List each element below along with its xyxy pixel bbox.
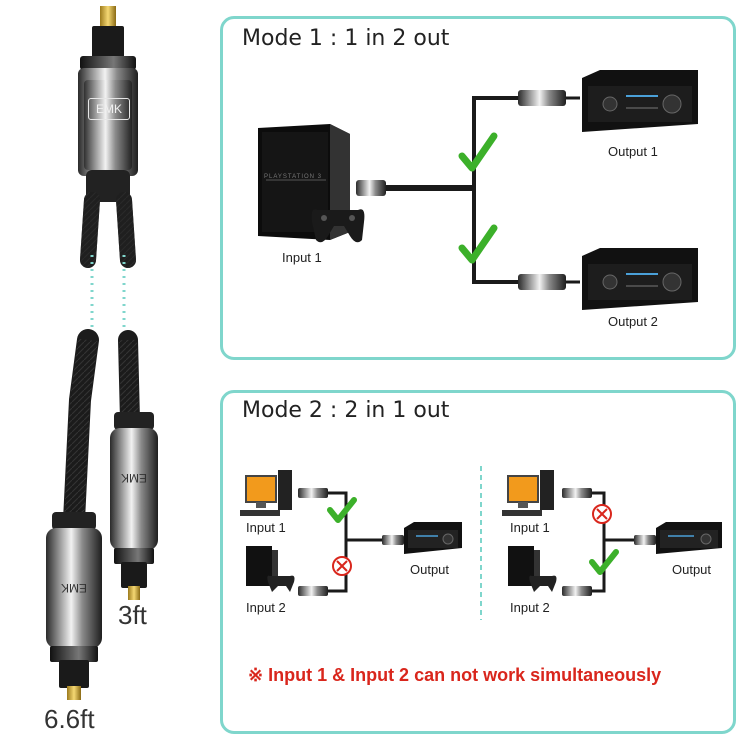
mode2-left-input2-label: Input 2 bbox=[246, 600, 286, 615]
desktop-computer-icon bbox=[502, 470, 554, 516]
optical-connector-icon bbox=[298, 586, 328, 596]
cross-icon bbox=[592, 504, 612, 524]
game-console-icon bbox=[246, 546, 295, 592]
long-length-label: 6.6ft bbox=[44, 704, 95, 734]
mode2-panel bbox=[220, 390, 736, 734]
optical-connector-icon bbox=[518, 274, 566, 290]
mode2-title: Mode 2 : 2 in 1 out bbox=[242, 398, 450, 423]
mode1-output2-label: Output 2 bbox=[608, 314, 658, 329]
optical-connector-icon bbox=[562, 488, 592, 498]
check-icon bbox=[458, 224, 498, 264]
mode2-left-output-label: Output bbox=[410, 562, 450, 577]
gold-tip bbox=[100, 6, 116, 28]
check-icon bbox=[327, 497, 357, 523]
mode1-title: Mode 1 : 1 in 2 out bbox=[242, 26, 450, 51]
check-icon bbox=[589, 549, 619, 575]
mode1-input-label: Input 1 bbox=[282, 250, 322, 265]
short-connector bbox=[110, 412, 158, 600]
optical-connector-icon bbox=[356, 180, 386, 196]
mode2-right-input1-label: Input 1 bbox=[510, 520, 550, 535]
mode1-output1-label: Output 1 bbox=[608, 144, 658, 159]
mode2-left-input1-label: Input 1 bbox=[246, 520, 286, 535]
check-icon bbox=[458, 132, 498, 172]
amplifier-icon bbox=[404, 522, 462, 554]
amplifier-icon bbox=[582, 70, 698, 132]
brand-logo-top: EMK bbox=[88, 98, 130, 120]
amplifier-icon bbox=[582, 248, 698, 310]
simultaneous-warning: ※ Input 1 & Input 2 can not work simulta… bbox=[248, 665, 662, 685]
amplifier-icon bbox=[656, 522, 722, 554]
optical-connector-icon bbox=[634, 535, 656, 545]
optical-connector-icon bbox=[518, 90, 566, 106]
mode1-console-text: PLAYSTATION 3 bbox=[264, 174, 323, 180]
optical-connector-icon bbox=[382, 535, 404, 545]
optical-connector-icon bbox=[562, 586, 592, 596]
mode2-right-input2-label: Input 2 bbox=[510, 600, 550, 615]
game-console-icon bbox=[508, 546, 557, 592]
optical-connector-icon bbox=[298, 488, 328, 498]
desktop-computer-icon bbox=[240, 470, 292, 516]
mode2-right-output-label: Output bbox=[672, 562, 712, 577]
game-console-icon bbox=[258, 124, 365, 243]
short-length-label: 3ft bbox=[118, 600, 147, 630]
long-connector bbox=[46, 512, 102, 700]
cross-icon bbox=[332, 556, 352, 576]
